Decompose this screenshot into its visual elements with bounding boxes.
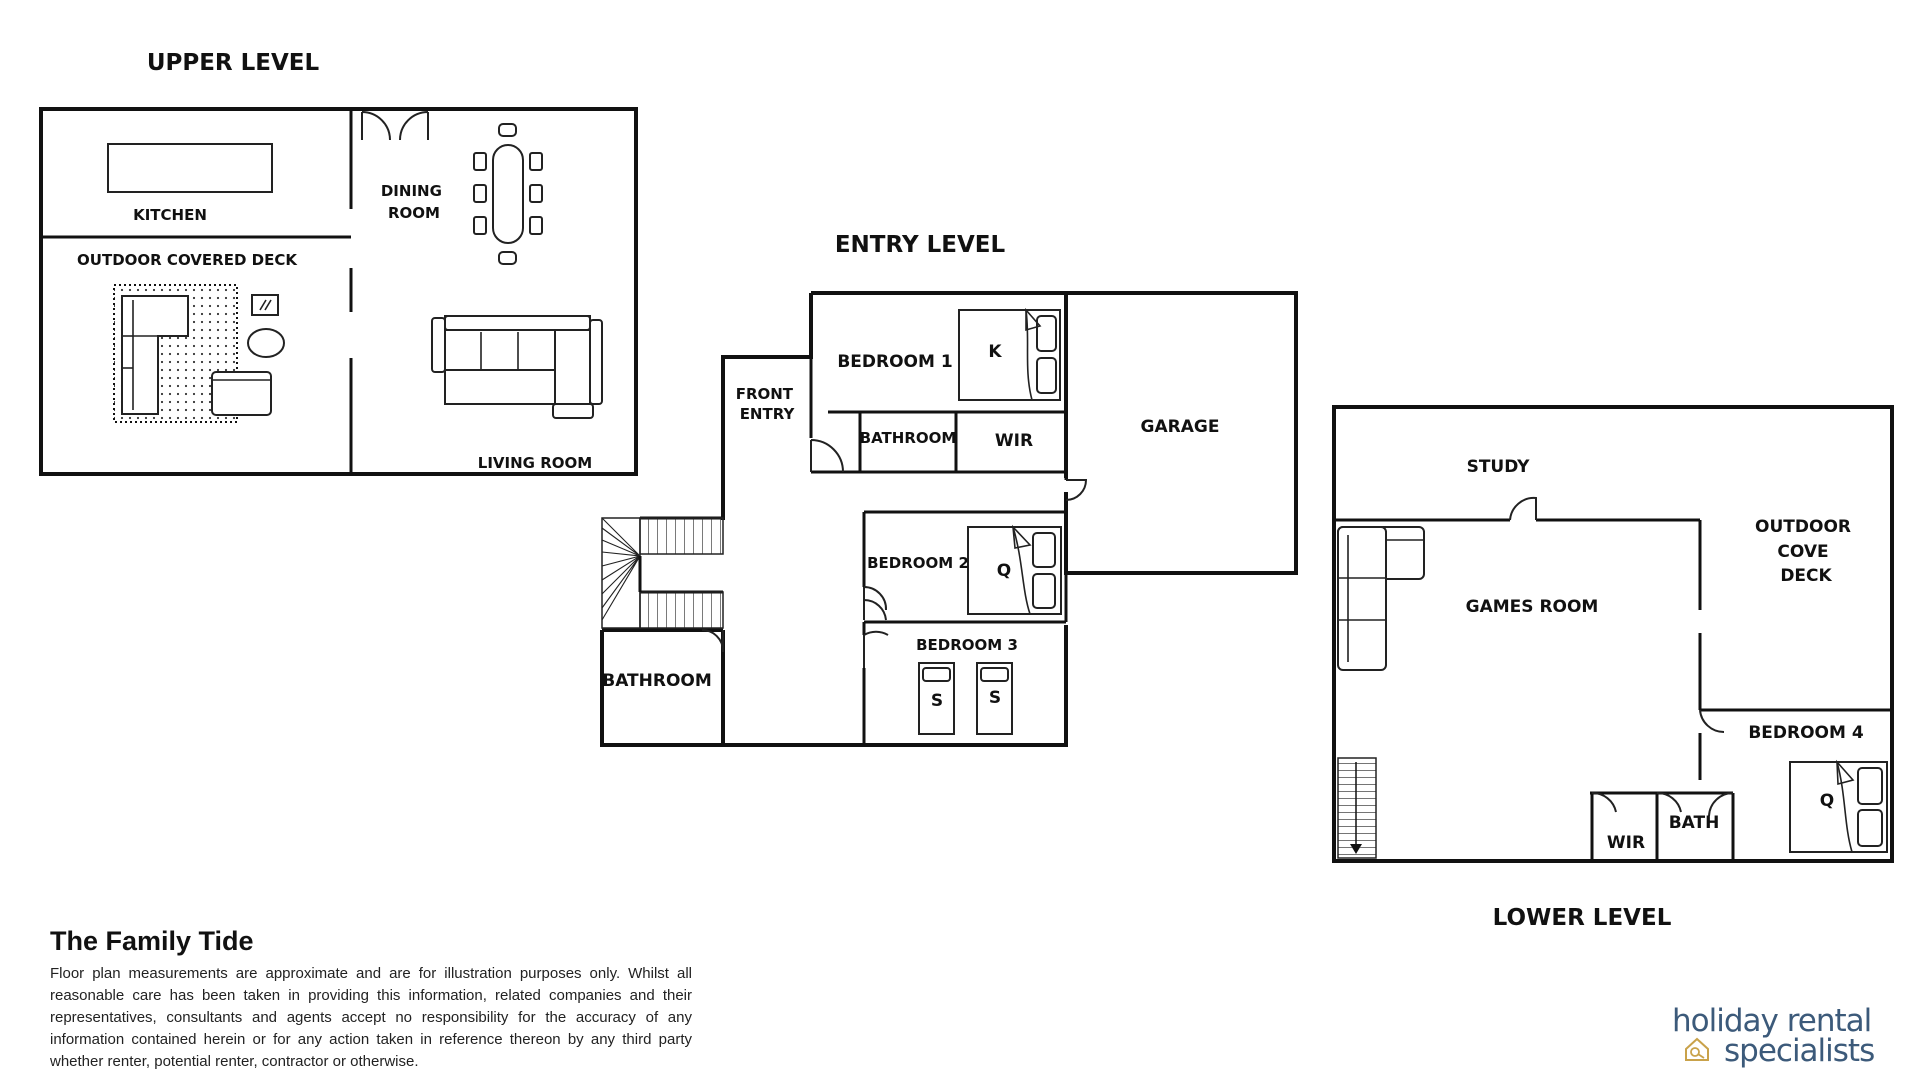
room-label-lower-bath: BATH xyxy=(1669,813,1720,833)
living-room-sofa-icon xyxy=(431,315,603,419)
queen-bed-icon xyxy=(967,524,1062,615)
dining-french-door xyxy=(361,111,429,141)
room-label-bedroom2: BEDROOM 2 xyxy=(867,554,969,572)
logo-line-1: holiday rental xyxy=(1672,1003,1872,1039)
room-label-ensuite-bathroom: BATHROOM xyxy=(860,429,957,447)
king-bed-icon xyxy=(958,307,1061,401)
lower-level: LOWER LEVEL xyxy=(1332,405,1894,931)
bed-label-bedroom1: K xyxy=(988,342,1002,362)
entry-level-doors xyxy=(701,439,1088,668)
lower-staircase-icon xyxy=(1337,757,1377,859)
room-label-dining-room: DINING ROOM xyxy=(381,182,447,222)
upper-level: UPPER LEVEL xyxy=(39,50,638,476)
room-label-outdoor-covered-deck: OUTDOOR COVERED DECK xyxy=(77,251,298,269)
bed-label-bedroom3-a: S xyxy=(931,691,943,711)
lower-level-doors xyxy=(1509,496,1734,817)
room-label-front-entry: FRONT ENTRY xyxy=(736,385,799,423)
room-label-bathroom: BATHROOM xyxy=(602,671,712,691)
brand-logo: holiday rental specialists xyxy=(1672,1003,1882,1073)
room-label-bedroom4: BEDROOM 4 xyxy=(1748,723,1864,743)
dining-table-icon xyxy=(473,123,543,265)
single-beds-icon xyxy=(918,662,1013,735)
lower-level-title: LOWER LEVEL xyxy=(1493,905,1672,931)
room-label-wir: WIR xyxy=(995,431,1033,451)
room-label-study: STUDY xyxy=(1467,457,1531,477)
entry-level-title: ENTRY LEVEL xyxy=(835,232,1006,258)
house-key-icon xyxy=(1685,1037,1709,1061)
entry-level-walls xyxy=(600,291,1298,747)
bed-label-bedroom4: Q xyxy=(1820,791,1834,811)
room-label-bedroom3: BEDROOM 3 xyxy=(916,636,1018,654)
games-room-sofa-icon xyxy=(1337,526,1425,671)
outdoor-lounge-icon xyxy=(113,284,285,423)
room-label-games-room: GAMES ROOM xyxy=(1466,597,1599,617)
entry-level: ENTRY LEVEL xyxy=(600,232,1298,747)
property-title: The Family Tide xyxy=(50,926,254,956)
upper-level-title: UPPER LEVEL xyxy=(147,50,320,76)
disclaimer-text: Floor plan measurements are approximate … xyxy=(50,965,692,1070)
room-label-kitchen: KITCHEN xyxy=(133,206,207,224)
queen-bed-bedroom4-icon xyxy=(1789,759,1888,853)
property-info: The Family Tide Floor plan measurements … xyxy=(50,926,692,1073)
kitchen-bench xyxy=(107,143,273,193)
room-label-lower-wir: WIR xyxy=(1607,833,1645,853)
room-label-garage: GARAGE xyxy=(1141,417,1220,437)
bed-label-bedroom2: Q xyxy=(997,561,1011,581)
logo-line-2: specialists xyxy=(1724,1033,1875,1069)
upper-level-walls xyxy=(39,107,638,476)
room-label-bedroom1: BEDROOM 1 xyxy=(837,352,952,372)
room-label-outdoor-cove-deck: OUTDOOR COVE DECK xyxy=(1755,517,1857,586)
entry-staircase-icon xyxy=(601,517,724,629)
bed-label-bedroom3-b: S xyxy=(989,688,1001,708)
room-label-living-room: LIVING ROOM xyxy=(478,454,592,472)
